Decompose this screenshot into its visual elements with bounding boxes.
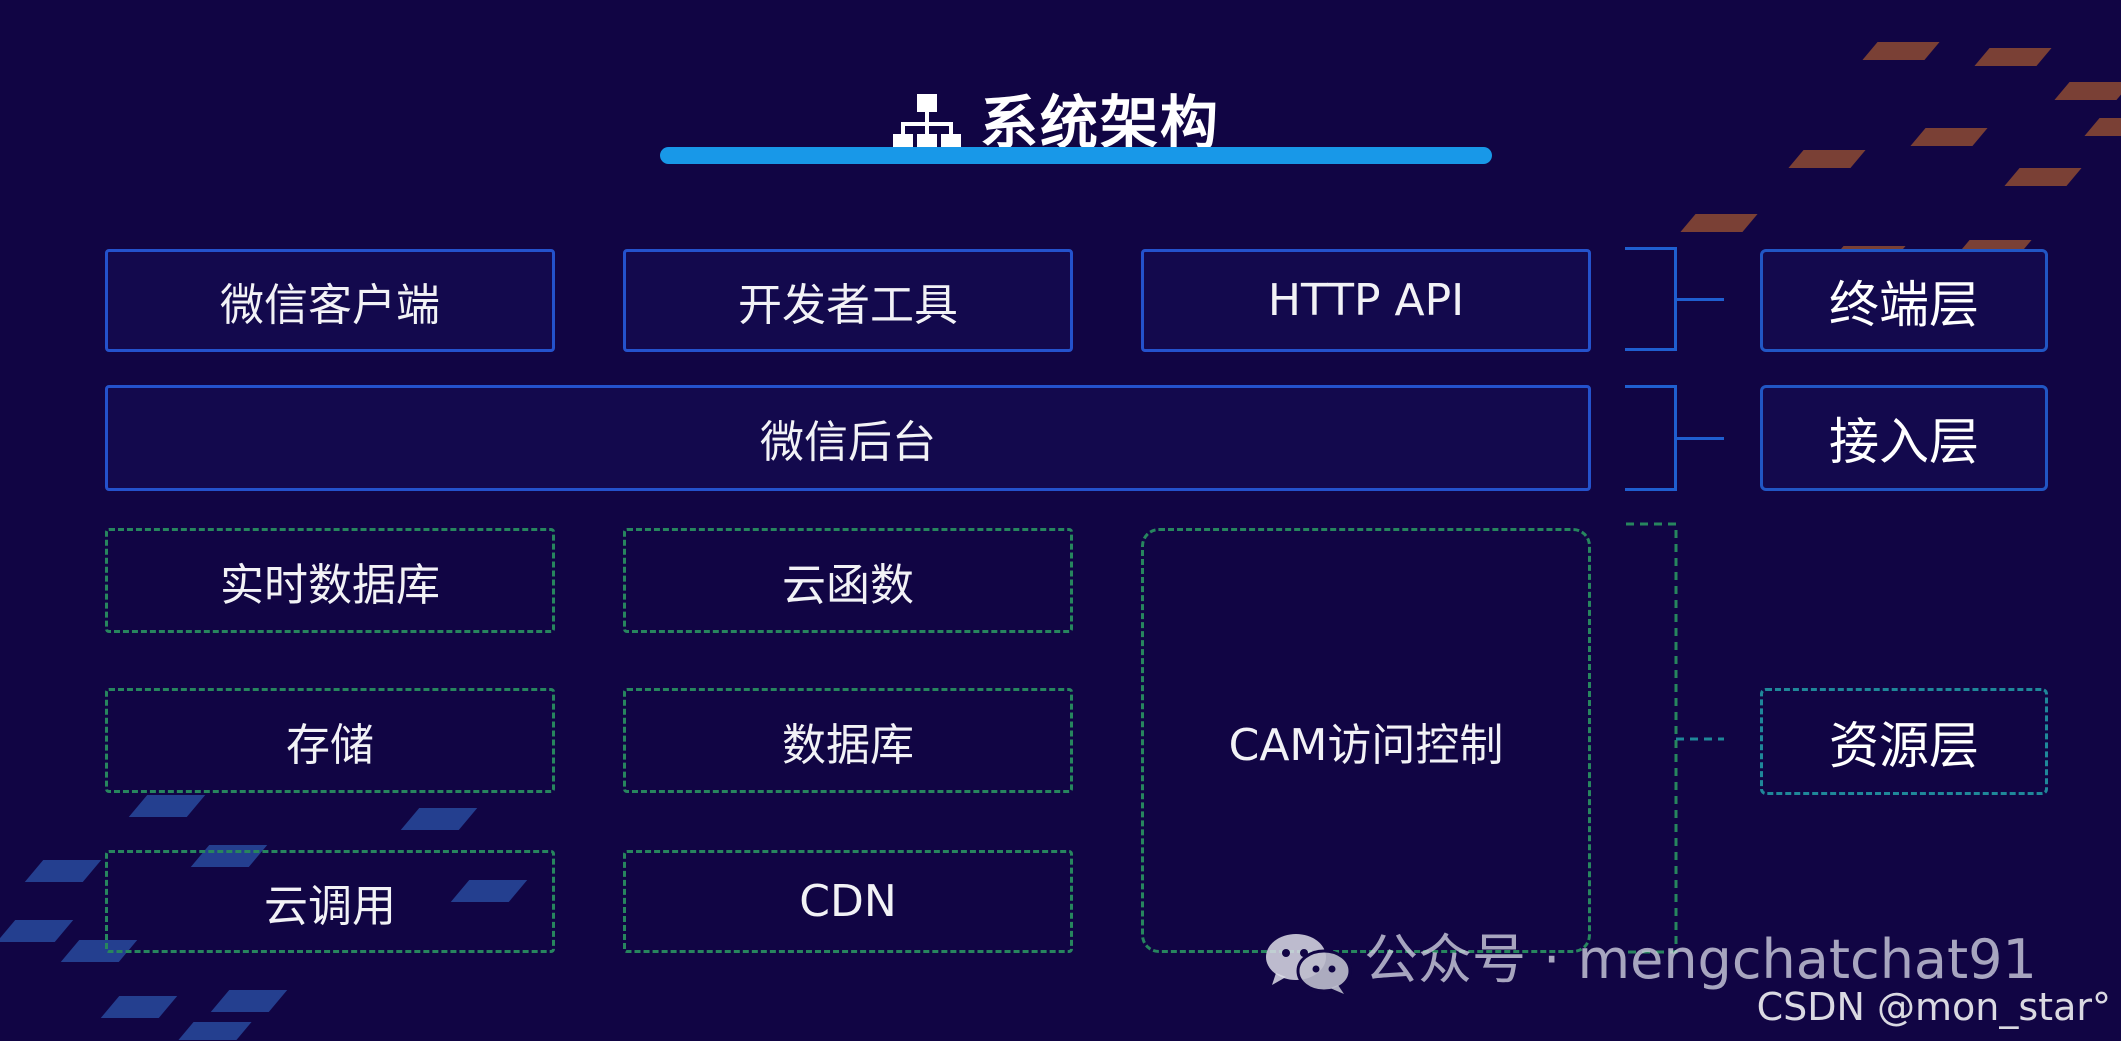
access-layer-label: 接入层 [1760,385,2048,491]
wechat-client-box: 微信客户端 [105,249,555,352]
deco-dash [128,795,206,817]
box-label: 微信后台 [760,417,936,468]
box-label: 数据库 [782,719,914,771]
deco-dash [210,990,288,1012]
layer-label: 接入层 [1829,413,1979,471]
box-label: 开发者工具 [738,279,958,331]
deco-dash [178,1022,252,1040]
deco-dash [2004,168,2082,186]
deco-dash [400,808,478,830]
box-label: 云函数 [782,559,914,611]
cloud-function-box: 云函数 [623,528,1073,633]
deco-dash [100,996,178,1018]
layer-label: 资源层 [1829,716,1979,775]
resource-layer-label: 资源层 [1760,688,2048,795]
title-block: 系统架构 [0,88,2121,158]
wechat-icon [1266,934,1352,994]
layer-label: 终端层 [1829,275,1979,334]
box-label: CAM访问控制 [1228,719,1504,771]
storage-box: 存储 [105,688,555,793]
developer-tools-box: 开发者工具 [623,249,1073,352]
box-label: 云调用 [264,880,396,932]
box-label: 存储 [286,719,374,771]
cloud-call-box: 云调用 [105,850,555,953]
realtime-database-box: 实时数据库 [105,528,555,633]
org-chart-icon [893,94,961,152]
title-underline [660,147,1492,164]
page-title: 系统架构 [980,89,1221,157]
box-label: CDN [799,876,897,927]
terminal-layer-label: 终端层 [1760,249,2048,352]
box-label: 实时数据库 [220,559,440,611]
cam-access-control-box: CAM访问控制 [1141,528,1591,953]
csdn-credit: CSDN @mon_star° [1756,985,2111,1029]
deco-dash [0,920,74,942]
http-api-box: HTTP API [1141,249,1591,352]
cdn-box: CDN [623,850,1073,953]
watermark-text: 公众号 · mengchatchat91 [1364,928,2037,991]
wechat-backend-box: 微信后台 [105,385,1591,491]
box-label: HTTP API [1267,275,1465,326]
deco-dash [24,860,102,882]
deco-dash [1862,42,1940,60]
database-box: 数据库 [623,688,1073,793]
resource-bracket [1626,522,1724,954]
box-label: 微信客户端 [220,279,440,331]
deco-dash [1974,48,2052,66]
deco-dash [1680,214,1758,232]
